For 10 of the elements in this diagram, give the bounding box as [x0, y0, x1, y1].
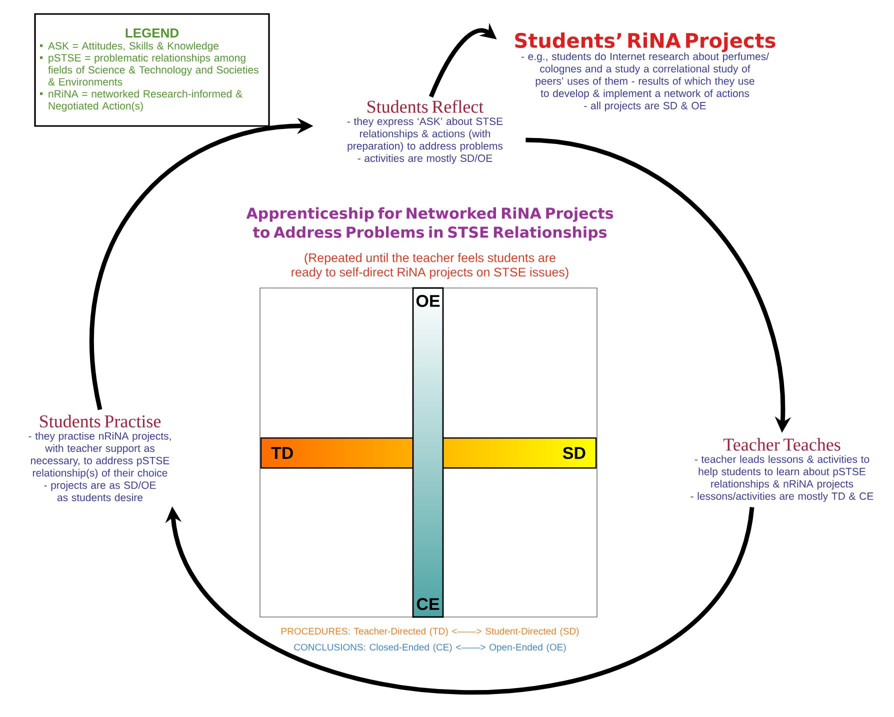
- axis-key-text: CONCLUSIONS: Closed-Ended (CE) <——> Open-Ended (OE): [294, 644, 566, 652]
- project-text: Students’ RiNA Projects - e.g., students do Internet research about perfumes/ colognes and a study a correlational study of peers’ uses of them - results of which they use to develop & implement a network of actions - all projects are SD & OE: [515, 32, 776, 112]
- axis-key-text: PROCEDURES: Teacher-Directed (TD) <——> Student-Directed (SD): [282, 628, 579, 636]
- stage-text: Students Practise - they practise nRiNA projects, with teacher support as necessary, to address pSTSE relationship(s) of their choice - projects are as SD/OE as students desire: [28, 414, 171, 502]
- legend-box: LEGEND ASK = Attitudes, Skills & Knowledge pSTSE = problematic relationships among fields of Science & Technology and Societies & Environments nRiNA = networked Research-informed & Negotiated Action(s): [34, 13, 270, 127]
- stage-text: Teacher Teaches - teacher leads lessons & activities to help students to learn about pSTSE relationships & nRiNA projects - lessons/activities are mostly TD & CE: [690, 438, 874, 502]
- conclusion-bar: OE CE: [412, 287, 444, 618]
- diagram-title: Apprenticeship for Networked RiNA Projects to Address Problems in STSE Relationships: [246, 207, 614, 241]
- procedure-bar: TD SD: [260, 437, 597, 469]
- stage-text: Students Reflect - they express ‘ASK’ about STSE relationships & actions (with preparation) to address problems - activities are mostly SD/OE: [347, 100, 503, 164]
